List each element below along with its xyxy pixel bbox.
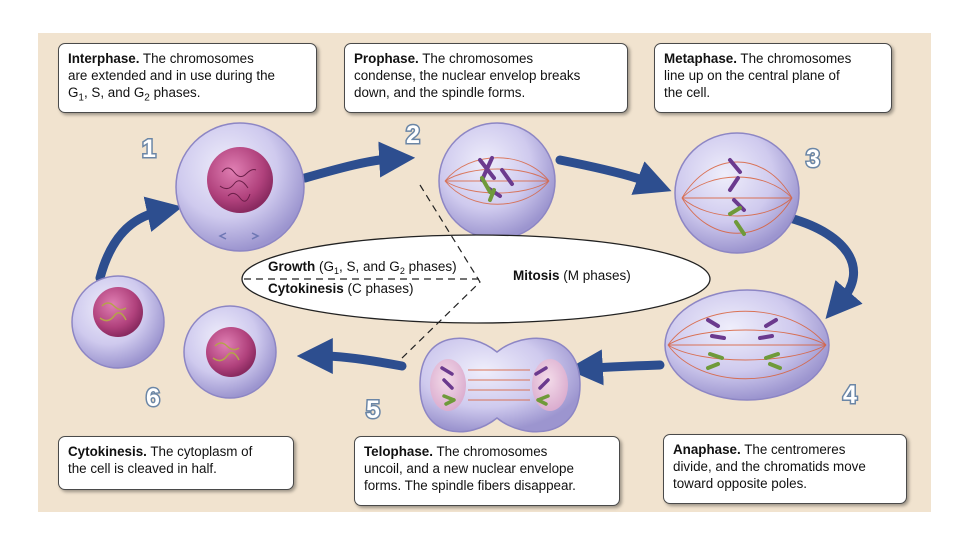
cell-cytokinesis-right [183, 305, 277, 399]
arrow-6-to-1 [95, 196, 183, 283]
arrow-3-to-4 [785, 213, 863, 320]
step-number-4: 4 [843, 381, 857, 409]
caption-prophase: Prophase. The chromosomes condense, the … [344, 43, 628, 113]
cell-metaphase [674, 132, 800, 254]
caption-metaphase: Metaphase. The chromosomes line up on th… [654, 43, 892, 113]
arrow-1-to-2 [300, 141, 416, 183]
caption-cytokinesis: Cytokinesis. The cytoplasm of the cell i… [58, 436, 294, 490]
caption-interphase: Interphase. The chromosomes are extended… [58, 43, 317, 113]
cell-anaphase [664, 289, 830, 401]
step-number-1: 1 [142, 135, 156, 163]
growth-label: Growth (G1, S, and G2 phases) [268, 259, 457, 276]
step-number-6: 6 [146, 384, 160, 412]
step-numbers: 1 2 3 4 5 6 [141, 120, 859, 426]
phase-ellipse: Growth (G1, S, and G2 phases) Cytokinesi… [241, 184, 711, 361]
cell-prophase [438, 122, 556, 240]
arrow-2-to-3 [555, 155, 672, 195]
cell-cytokinesis-left [71, 275, 165, 369]
cycle-arrows [95, 141, 863, 386]
mitosis-label: Mitosis (M phases) [513, 268, 631, 283]
cell-telophase [419, 337, 581, 433]
caption-anaphase: Anaphase. The centromeres divide, and th… [663, 434, 907, 504]
step-number-2: 2 [406, 121, 420, 149]
step-number-5: 5 [366, 396, 380, 424]
cytokinesis-label: Cytokinesis (C phases) [268, 281, 414, 296]
cell-interphase [175, 122, 305, 252]
arrow-5-to-6 [296, 338, 407, 375]
caption-telophase: Telophase. The chromosomes uncoil, and a… [354, 436, 620, 506]
arrow-4-to-5 [566, 349, 665, 386]
step-number-3: 3 [806, 145, 820, 173]
